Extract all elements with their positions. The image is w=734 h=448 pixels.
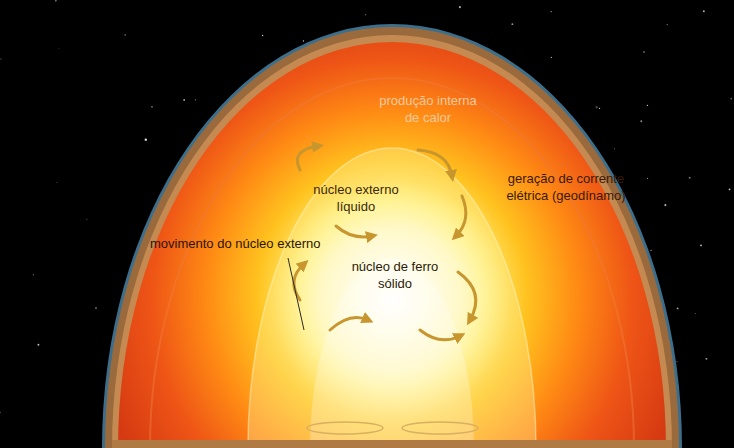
label: núcleo de ferro sólido	[343, 258, 447, 292]
crust-inner	[112, 35, 672, 448]
label: movimento do núcleo externo	[150, 235, 321, 252]
star	[303, 40, 304, 41]
earth-rim	[102, 24, 682, 448]
star	[86, 218, 88, 220]
star	[643, 51, 644, 52]
star	[730, 98, 732, 100]
flow-arrow	[458, 272, 476, 320]
label: geração de corrente elétrica (geodínamo)	[502, 170, 630, 204]
star	[55, 0, 57, 2]
mantle	[118, 42, 666, 448]
outer-core	[248, 148, 536, 448]
star	[57, 182, 58, 183]
flow-arrow	[294, 264, 304, 300]
star	[365, 14, 367, 16]
star	[511, 23, 513, 25]
star	[647, 105, 648, 106]
star	[640, 120, 642, 122]
cut-plane	[112, 440, 672, 448]
star	[551, 57, 552, 58]
leader-line	[288, 258, 304, 330]
flow-loop	[307, 422, 383, 434]
star	[58, 48, 60, 50]
flow-arrow	[297, 146, 318, 170]
flow-arrow	[330, 318, 368, 330]
star	[706, 358, 708, 360]
star	[459, 6, 461, 8]
flow-arrow	[456, 196, 466, 236]
star	[95, 307, 97, 309]
star	[37, 344, 39, 346]
label: produção interna de calor	[374, 92, 482, 126]
flow-arrow	[420, 330, 460, 340]
star	[689, 177, 691, 179]
star	[151, 106, 153, 108]
star	[650, 250, 651, 251]
star	[700, 245, 702, 247]
star	[0, 412, 1, 413]
crust	[105, 27, 679, 448]
star	[729, 188, 731, 190]
inner-core	[310, 258, 474, 448]
star	[125, 34, 126, 35]
star	[695, 313, 696, 314]
star	[145, 138, 147, 140]
star	[183, 99, 185, 101]
star	[33, 274, 34, 275]
star	[0, 58, 1, 59]
star	[647, 178, 648, 179]
flow-arrow	[418, 150, 452, 176]
star	[551, 11, 552, 12]
convection-arrows	[294, 146, 476, 340]
star	[262, 35, 263, 36]
star	[595, 106, 597, 108]
star	[195, 99, 196, 100]
star	[666, 24, 667, 25]
mantle-layer-line	[150, 78, 634, 448]
star	[599, 108, 600, 109]
star	[703, 10, 705, 12]
star	[677, 308, 679, 310]
star	[664, 204, 666, 206]
star	[614, 148, 615, 149]
star	[676, 361, 678, 363]
flow-arrow	[336, 226, 372, 237]
label: núcleo externo líquido	[304, 181, 408, 215]
flow-loop	[402, 422, 478, 434]
